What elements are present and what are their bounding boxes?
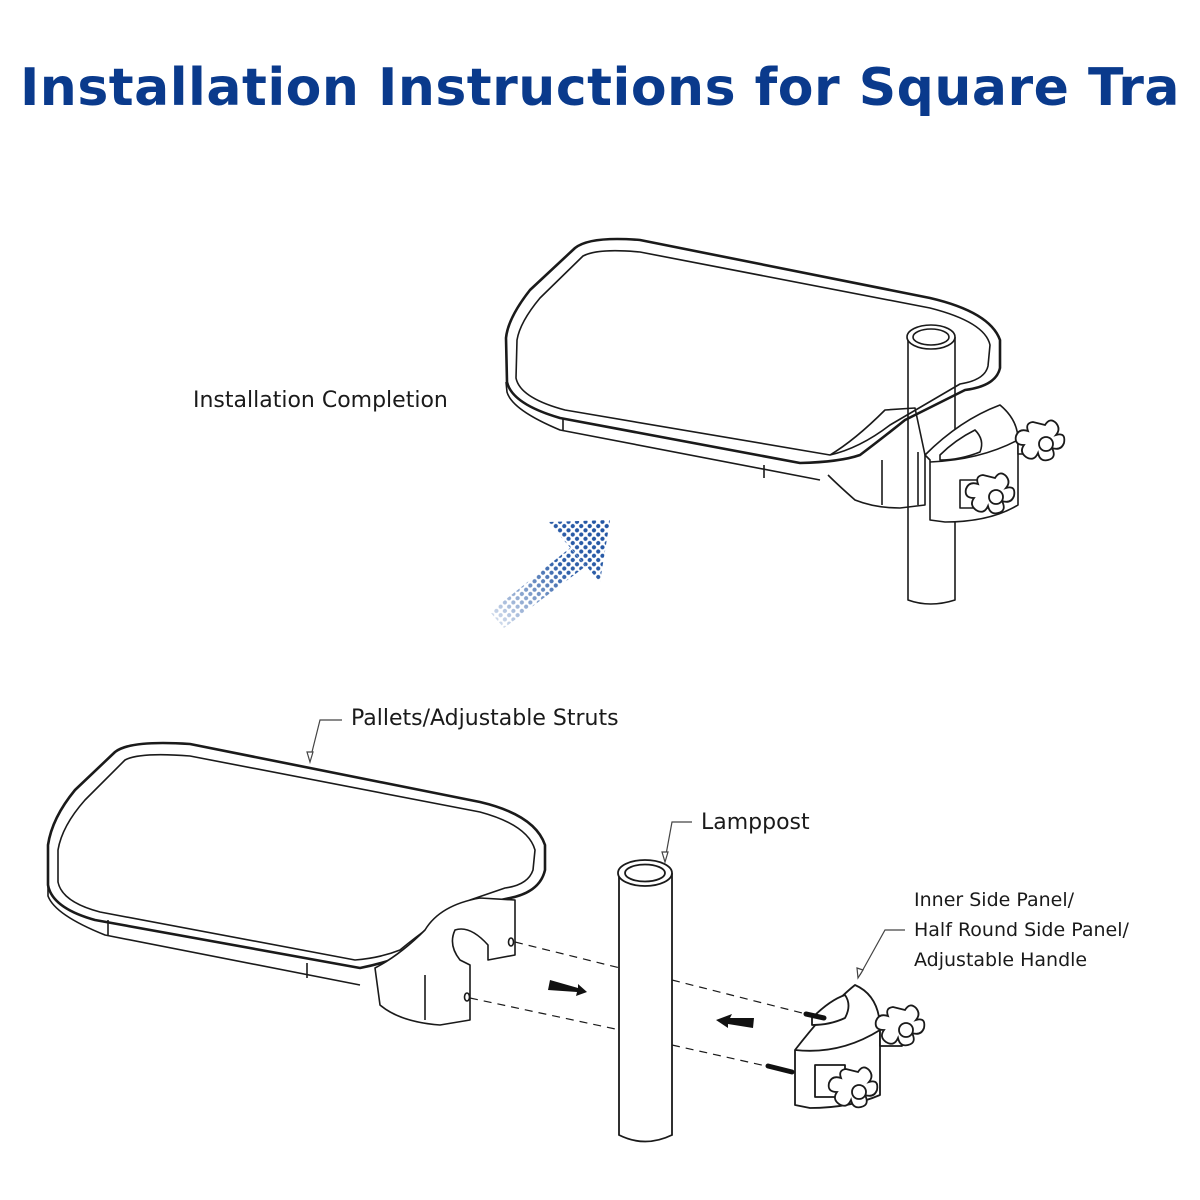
clamp-label: Inner Side Panel/ Half Round Side Panel/… (914, 885, 1129, 975)
star-knob-icon (827, 1066, 879, 1109)
installation-completion-label: Installation Completion (193, 388, 448, 413)
star-knob-icon (874, 1004, 926, 1047)
screw-icon (765, 1011, 827, 1075)
star-knob-icon (1014, 419, 1066, 462)
leader-lines (306, 719, 905, 980)
arrow-left-icon (716, 1014, 754, 1028)
halftone-arrow-up-right-icon (490, 520, 610, 628)
lamppost-label: Lamppost (701, 810, 810, 835)
tray-part (46, 741, 811, 1069)
lamppost-part (617, 859, 673, 1143)
arrow-right-icon (548, 980, 587, 996)
page-title: Installation Instructions for Square Tra (19, 58, 1181, 118)
clamp-label-line: Adjustable Handle (914, 949, 1088, 971)
star-knob-icon (964, 472, 1016, 515)
tray-label: Pallets/Adjustable Struts (351, 706, 619, 731)
clamp-label-line: Half Round Side Panel/ (914, 919, 1129, 941)
clamp-label-line: Inner Side Panel/ (914, 889, 1075, 911)
